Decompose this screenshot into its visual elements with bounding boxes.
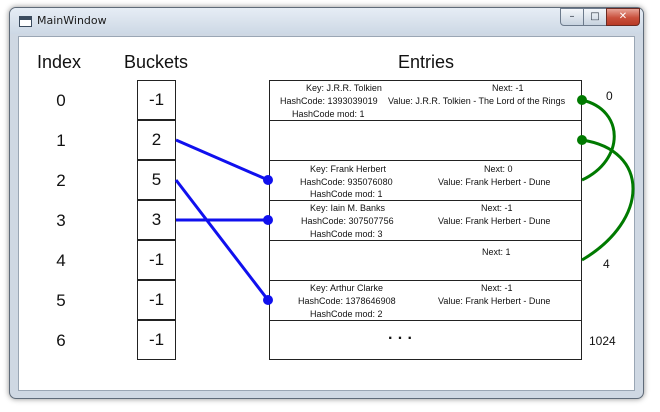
bucket-cell: -1	[137, 280, 176, 320]
entry-row: · · ·	[270, 321, 581, 361]
close-icon: ✕	[618, 11, 628, 22]
bucket-link-line	[175, 138, 269, 182]
bucket-cell: -1	[137, 80, 176, 120]
entry-link-dot	[263, 175, 273, 185]
bucket-link-line	[174, 179, 270, 301]
entry-value: Value: Frank Herbert - Dune	[438, 296, 551, 306]
index-label: 6	[56, 331, 66, 350]
entry-hashcode: HashCode: 935076080	[300, 177, 393, 187]
entries-table: Key: J.R.R. Tolkien HashCode: 1393039019…	[269, 80, 582, 360]
entry-key: Key: J.R.R. Tolkien	[306, 83, 382, 93]
entry-next: Next: -1	[481, 203, 513, 213]
index-label: 3	[56, 211, 66, 230]
close-button[interactable]: ✕	[606, 8, 640, 26]
window-title: MainWindow	[37, 14, 107, 27]
index-header: Index	[37, 52, 82, 72]
maximize-icon: □	[590, 11, 600, 22]
bucket-cell: -1	[137, 240, 176, 280]
side-label-bottom: 1024	[589, 334, 616, 348]
entry-key: Key: Iain M. Banks	[310, 203, 386, 213]
next-target-dot	[577, 135, 587, 145]
bucket-cell: -1	[137, 320, 176, 360]
entry-hash-mod: HashCode mod: 1	[310, 189, 383, 199]
entry-hash-mod: HashCode mod: 2	[310, 309, 383, 319]
next-link-arc	[581, 138, 635, 262]
entry-hash-mod: HashCode mod: 1	[292, 109, 365, 119]
entry-value: Value: Frank Herbert - Dune	[438, 177, 551, 187]
entry-value: Value: Frank Herbert - Dune	[438, 216, 551, 226]
entry-hashcode: HashCode: 1378646908	[298, 296, 396, 306]
entry-row: Key: Frank Herbert HashCode: 935076080 H…	[270, 161, 581, 201]
entry-hashcode: HashCode: 1393039019	[280, 96, 378, 106]
entry-hashcode: HashCode: 307507756	[301, 216, 394, 226]
next-link-arc	[581, 98, 616, 182]
entry-row: Key: J.R.R. Tolkien HashCode: 1393039019…	[270, 81, 581, 121]
bucket-cell: 5	[137, 160, 176, 200]
index-label: 2	[56, 171, 66, 190]
entries-header: Entries	[398, 52, 455, 72]
title-bar[interactable]: MainWindow – □ ✕	[10, 8, 643, 34]
entry-link-dot	[263, 215, 273, 225]
entry-next: Next: 1	[482, 247, 511, 257]
side-label-top: 0	[606, 89, 613, 103]
index-label: 0	[56, 91, 66, 110]
index-label: 4	[56, 251, 66, 270]
app-window-icon	[19, 16, 32, 27]
bucket-cell: 2	[137, 120, 176, 160]
entry-value: Value: J.R.R. Tolkien - The Lord of the …	[388, 96, 566, 106]
entry-row: Key: Iain M. Banks HashCode: 307507756 H…	[270, 201, 581, 241]
bucket-cell: 3	[137, 200, 176, 240]
entry-row	[270, 121, 581, 161]
entry-next: Next: -1	[492, 83, 524, 93]
next-target-dot	[577, 95, 587, 105]
index-label: 1	[56, 131, 66, 150]
minimize-icon: –	[569, 11, 575, 22]
entry-row: Next: 1	[270, 241, 581, 281]
buckets-header: Buckets	[124, 52, 189, 72]
entry-link-dot	[263, 295, 273, 305]
side-label-middle: 4	[603, 257, 610, 271]
entry-next: Next: 0	[484, 164, 513, 174]
ellipsis: · · ·	[388, 330, 413, 347]
index-label: 5	[56, 291, 66, 310]
entry-next: Next: -1	[481, 283, 513, 293]
entry-hash-mod: HashCode mod: 3	[310, 229, 383, 239]
entry-key: Key: Frank Herbert	[310, 164, 387, 174]
entry-row: Key: Arthur Clarke HashCode: 1378646908 …	[270, 281, 581, 321]
entry-key: Key: Arthur Clarke	[310, 283, 384, 293]
